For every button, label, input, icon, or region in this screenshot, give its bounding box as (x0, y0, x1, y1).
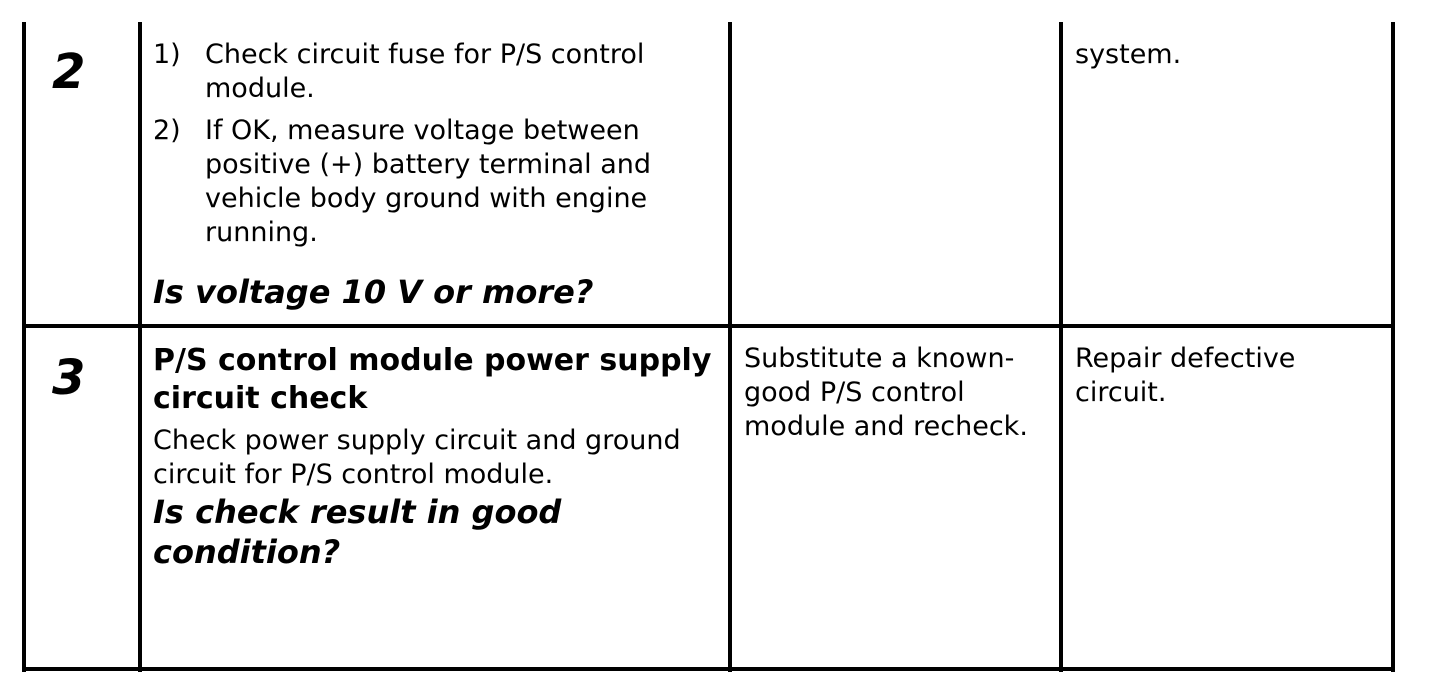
question-text: Is voltage 10 V or more? (153, 273, 594, 311)
step-heading: P/S control module power supply circuit … (153, 343, 712, 416)
table-border-bottom (22, 667, 1395, 671)
step-item-text: If OK, measure voltage between positive … (205, 115, 652, 248)
no-action-text: system. (1075, 39, 1182, 70)
step-item-text: Check circuit fuse for P/S control modul… (205, 39, 645, 104)
procedure-step: 2) If OK, measure voltage between positi… (153, 114, 723, 250)
column-divider-1 (138, 22, 142, 672)
procedure-cell: P/S control module power supply circuit … (153, 342, 718, 572)
table-row: 3 P/S control module power supply circui… (22, 328, 1395, 667)
step-description: Check power supply circuit and ground ci… (153, 425, 681, 490)
question-text: Is check result in good condition? (153, 493, 562, 571)
column-divider-3 (1059, 22, 1063, 672)
step-item-number: 1) (153, 39, 181, 70)
step-item-number: 2) (153, 115, 181, 146)
table-row: 2 1) Check circuit fuse for P/S control … (22, 22, 1395, 324)
step-number-cell: 3 (52, 354, 85, 402)
procedure-steps: 1) Check circuit fuse for P/S control mo… (153, 38, 723, 250)
no-action-text: Repair defective circuit. (1075, 343, 1296, 408)
step-number: 3 (52, 350, 86, 406)
procedure-step: 1) Check circuit fuse for P/S control mo… (153, 38, 723, 106)
step-number-cell: 2 (52, 48, 85, 96)
column-divider-2 (728, 22, 732, 672)
step-number: 2 (52, 44, 86, 100)
table-border-left (22, 22, 26, 672)
table-border-right (1391, 22, 1395, 672)
troubleshooting-table: 2 1) Check circuit fuse for P/S control … (22, 22, 1396, 672)
yes-action-text: Substitute a known-good P/S control modu… (744, 343, 1028, 442)
procedure-cell: 1) Check circuit fuse for P/S control mo… (153, 38, 723, 258)
row-divider (22, 324, 1395, 328)
